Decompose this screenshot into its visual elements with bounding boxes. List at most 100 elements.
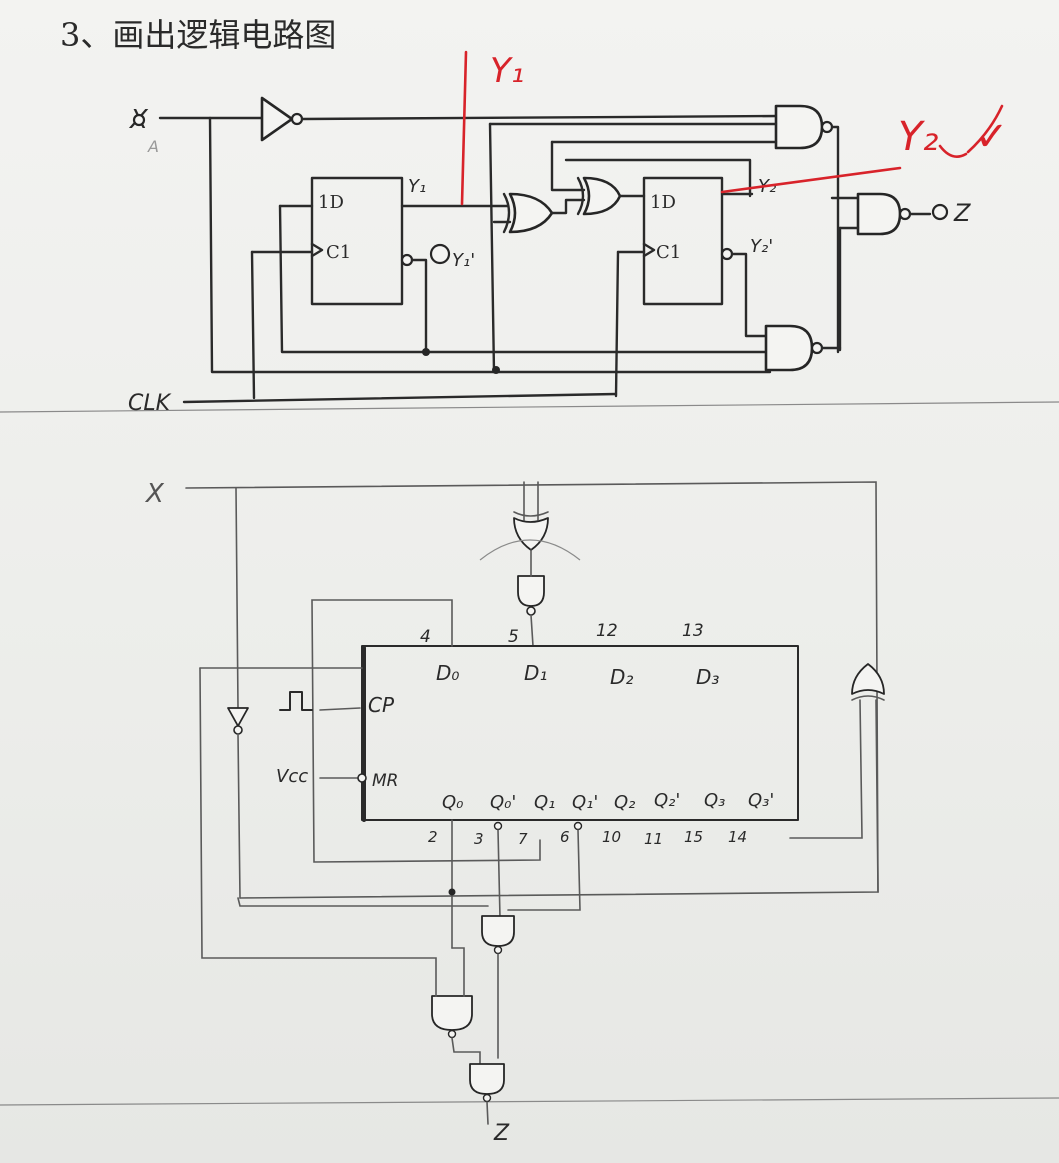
chip-d0-label: D₀ xyxy=(436,661,459,685)
ff2-qn-label: Y₂' xyxy=(750,236,773,257)
bottom-input-x-label: X xyxy=(144,479,165,509)
xor-gate-d1 xyxy=(513,511,549,551)
chip-q3-label: Q₃ xyxy=(704,790,725,811)
wire-ff2-clk-down xyxy=(614,250,620,398)
chip-q3n-label: Q₃' xyxy=(748,790,774,811)
pin-number-q3: 15 xyxy=(684,828,703,846)
vcc-label: Vcc xyxy=(276,766,308,787)
junction-q0 xyxy=(448,888,456,896)
wire-clk xyxy=(182,392,618,404)
erased-sketch-arc xyxy=(479,539,581,561)
junction-x-branch xyxy=(492,366,500,374)
pin-number-d2: 12 xyxy=(596,621,618,641)
q0n-tap xyxy=(493,821,503,831)
clock-pulse-icon xyxy=(279,691,313,711)
red-y1-label: Y₁ xyxy=(490,51,524,91)
ff1-c-label: C1 xyxy=(326,242,351,263)
nand-gate-bottom xyxy=(764,324,824,372)
wire-q0-to-left-nand xyxy=(451,947,465,997)
pin-number-d3: 13 xyxy=(682,621,704,641)
nand-gate-top xyxy=(774,104,834,150)
wire-q1n xyxy=(507,829,581,911)
pin-number-q3n: 14 xyxy=(728,828,747,846)
chip-q0n-label: Q₀' xyxy=(490,792,516,813)
mr-bubble xyxy=(357,773,367,783)
wire-left-loop xyxy=(199,667,437,997)
xor-gate-right xyxy=(851,663,885,701)
ff2-qn-bubble xyxy=(720,247,734,261)
pin-number-q0n: 3 xyxy=(474,830,484,848)
not-gate-bottom xyxy=(227,707,249,735)
red-y2-label: Y₂ xyxy=(898,114,938,160)
chip-q1n-label: Q₁' xyxy=(572,792,598,813)
xor-gate xyxy=(502,192,554,234)
flip-flop-1: 1D C1 xyxy=(310,176,404,306)
wire-right-xor xyxy=(789,699,879,893)
q1n-tap xyxy=(573,821,583,831)
junction-ff1-qn xyxy=(422,348,430,356)
wire-and-in-a xyxy=(550,140,586,192)
top-input-x-faint-letter: A xyxy=(147,137,159,156)
wire-x-not xyxy=(300,114,782,121)
wire-x-branch xyxy=(208,116,772,374)
chip-q2-label: Q₂ xyxy=(614,792,635,813)
ff1-qn-terminal xyxy=(429,243,451,265)
pin-number-q2: 10 xyxy=(602,828,621,846)
ff1-q-label: Y₁ xyxy=(408,176,426,197)
clock-label: CLK xyxy=(128,391,172,416)
nand-gate-d1 xyxy=(517,575,545,616)
wire-xor-out xyxy=(550,198,586,215)
wire-ff2-qn xyxy=(730,252,772,338)
pin-number-d1: 5 xyxy=(508,627,519,647)
wire-ff1-clk-down xyxy=(250,250,256,400)
nand-gate-final xyxy=(469,1063,505,1103)
nand-gate-three-input xyxy=(481,915,515,955)
wire-cp xyxy=(319,707,361,711)
wire-final-out xyxy=(486,1101,489,1125)
pin-number-q0: 2 xyxy=(428,828,438,846)
chip-cp-label: CP xyxy=(368,693,395,717)
wire-not-to-nand xyxy=(237,897,489,907)
chip-q1-label: Q₁ xyxy=(534,792,555,813)
wire-xor-inputs xyxy=(523,481,539,521)
wire-and-feedback xyxy=(564,158,752,198)
chip-q2n-label: Q₂' xyxy=(654,790,680,811)
ff1-d-label: 1D xyxy=(318,192,344,213)
pin-number-q1: 7 xyxy=(518,830,528,848)
ff2-d-label: 1D xyxy=(650,192,676,213)
top-input-x-terminal xyxy=(132,113,146,127)
red-annotations xyxy=(460,50,1004,206)
nand-gate-output xyxy=(856,192,912,236)
top-output-z-label: Z xyxy=(953,199,971,227)
register-chip xyxy=(361,645,799,822)
chip-d3-label: D₃ xyxy=(696,665,719,689)
heading: 3、画出逻辑电路图 xyxy=(60,16,336,54)
chip-mr-label: MR xyxy=(372,771,398,791)
ff1-qn-label: Y₁' xyxy=(452,250,475,271)
top-circuit: X A 1D C1 Y₁ Y₁' xyxy=(128,50,1004,416)
ff2-c-label: C1 xyxy=(656,242,681,263)
red-check-mark: ✓ xyxy=(975,114,1009,160)
nand-gate-left xyxy=(431,995,473,1039)
chip-q0-label: Q₀ xyxy=(442,792,463,813)
pin-number-q2n: 11 xyxy=(644,830,663,848)
wire-d0-feedback xyxy=(311,599,541,863)
wire-not-out xyxy=(237,733,241,899)
and-gate-d2 xyxy=(576,176,622,216)
wire-left-nand-out xyxy=(451,1037,481,1065)
wire-q0n xyxy=(497,829,501,919)
wire-to-d1 xyxy=(530,614,534,647)
bottom-output-z-label: Z xyxy=(493,1121,510,1146)
wire-xor-b-vertical xyxy=(488,122,496,374)
bottom-circuit: X 4 5 12 13 D₀ xyxy=(144,479,885,1146)
not-gate-x xyxy=(260,96,304,142)
wire-x-down xyxy=(235,487,239,709)
output-z-terminal xyxy=(931,203,949,221)
wire-ff1-d-feedback xyxy=(278,204,772,354)
wire-ff1-qn xyxy=(410,258,428,354)
page-rule-lines xyxy=(0,401,1059,1106)
pin-number-d0: 4 xyxy=(420,627,431,647)
wire-top-nand-out xyxy=(830,125,840,354)
